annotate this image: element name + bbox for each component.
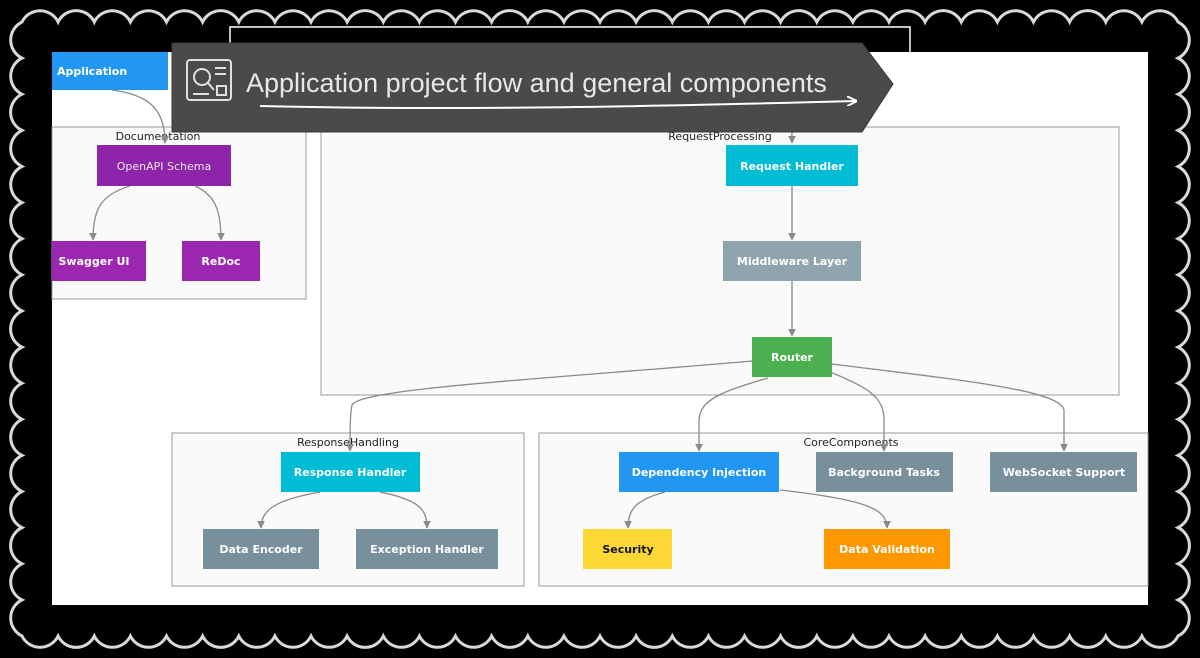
node-dependency-injection[interactable]: Dependency Injection	[619, 452, 779, 492]
edge-openapi-swagger	[89, 185, 131, 241]
node-data-encoder-label: Data Encoder	[219, 543, 303, 556]
node-response-handler[interactable]: Response Handler	[281, 452, 420, 492]
node-data-validation[interactable]: Data Validation	[824, 529, 950, 569]
edge-openapi-redoc	[194, 185, 225, 241]
edge-application-openapi	[111, 89, 169, 144]
edge-response-exception	[379, 491, 431, 529]
node-swagger-ui-label: Swagger UI	[59, 255, 130, 268]
edge-router-response	[346, 360, 753, 452]
node-request-handler-label: Request Handler	[740, 160, 844, 173]
node-data-encoder[interactable]: Data Encoder	[203, 529, 319, 569]
edge-router-websocket	[831, 363, 1068, 452]
node-data-validation-label: Data Validation	[839, 543, 935, 556]
node-redoc[interactable]: ReDoc	[182, 241, 260, 281]
edge-router-dependency	[695, 377, 769, 452]
cluster-request-processing: RequestProcessing	[320, 126, 1120, 396]
node-websocket-support-label: WebSocket Support	[1003, 466, 1125, 479]
node-middleware-layer[interactable]: Middleware Layer	[723, 241, 861, 281]
diagram-icon	[186, 59, 232, 101]
node-redoc-label: ReDoc	[201, 255, 240, 268]
node-response-handler-label: Response Handler	[294, 466, 407, 479]
node-openapi-schema[interactable]: OpenAPI Schema	[97, 145, 231, 186]
cluster-response-handling-label: ResponseHandling	[297, 436, 399, 449]
banner-title: Application project flow and general com…	[246, 68, 827, 98]
node-application-label: Application	[57, 65, 127, 78]
node-middleware-layer-label: Middleware Layer	[737, 255, 848, 268]
cluster-core-components-label: CoreComponents	[803, 436, 898, 449]
banner-arrow-shape	[171, 42, 894, 133]
node-request-handler[interactable]: Request Handler	[726, 145, 858, 186]
edge-dependency-security	[624, 491, 666, 529]
node-dependency-injection-label: Dependency Injection	[632, 466, 767, 479]
node-router-label: Router	[771, 351, 814, 364]
node-swagger-ui[interactable]: Swagger UI	[52, 241, 146, 281]
cluster-documentation-label: Documentation	[116, 130, 201, 143]
edge-response-encoder	[257, 491, 321, 529]
edge-router-background	[829, 371, 888, 452]
title-banner: Application project flow and general com…	[171, 26, 911, 133]
node-background-tasks-label: Background Tasks	[828, 466, 940, 479]
edge-dependency-validation	[779, 489, 891, 529]
node-background-tasks[interactable]: Background Tasks	[816, 452, 953, 492]
node-exception-handler[interactable]: Exception Handler	[356, 529, 498, 569]
node-security-label: Security	[602, 543, 653, 556]
node-websocket-support[interactable]: WebSocket Support	[990, 452, 1137, 492]
node-openapi-schema-label: OpenAPI Schema	[117, 160, 212, 173]
node-security[interactable]: Security	[583, 529, 672, 569]
node-router[interactable]: Router	[752, 337, 832, 377]
banner-underline-arrow	[259, 101, 856, 110]
node-exception-handler-label: Exception Handler	[370, 543, 484, 556]
cluster-request-processing-label: RequestProcessing	[668, 130, 771, 143]
node-application[interactable]: Application	[52, 52, 168, 90]
